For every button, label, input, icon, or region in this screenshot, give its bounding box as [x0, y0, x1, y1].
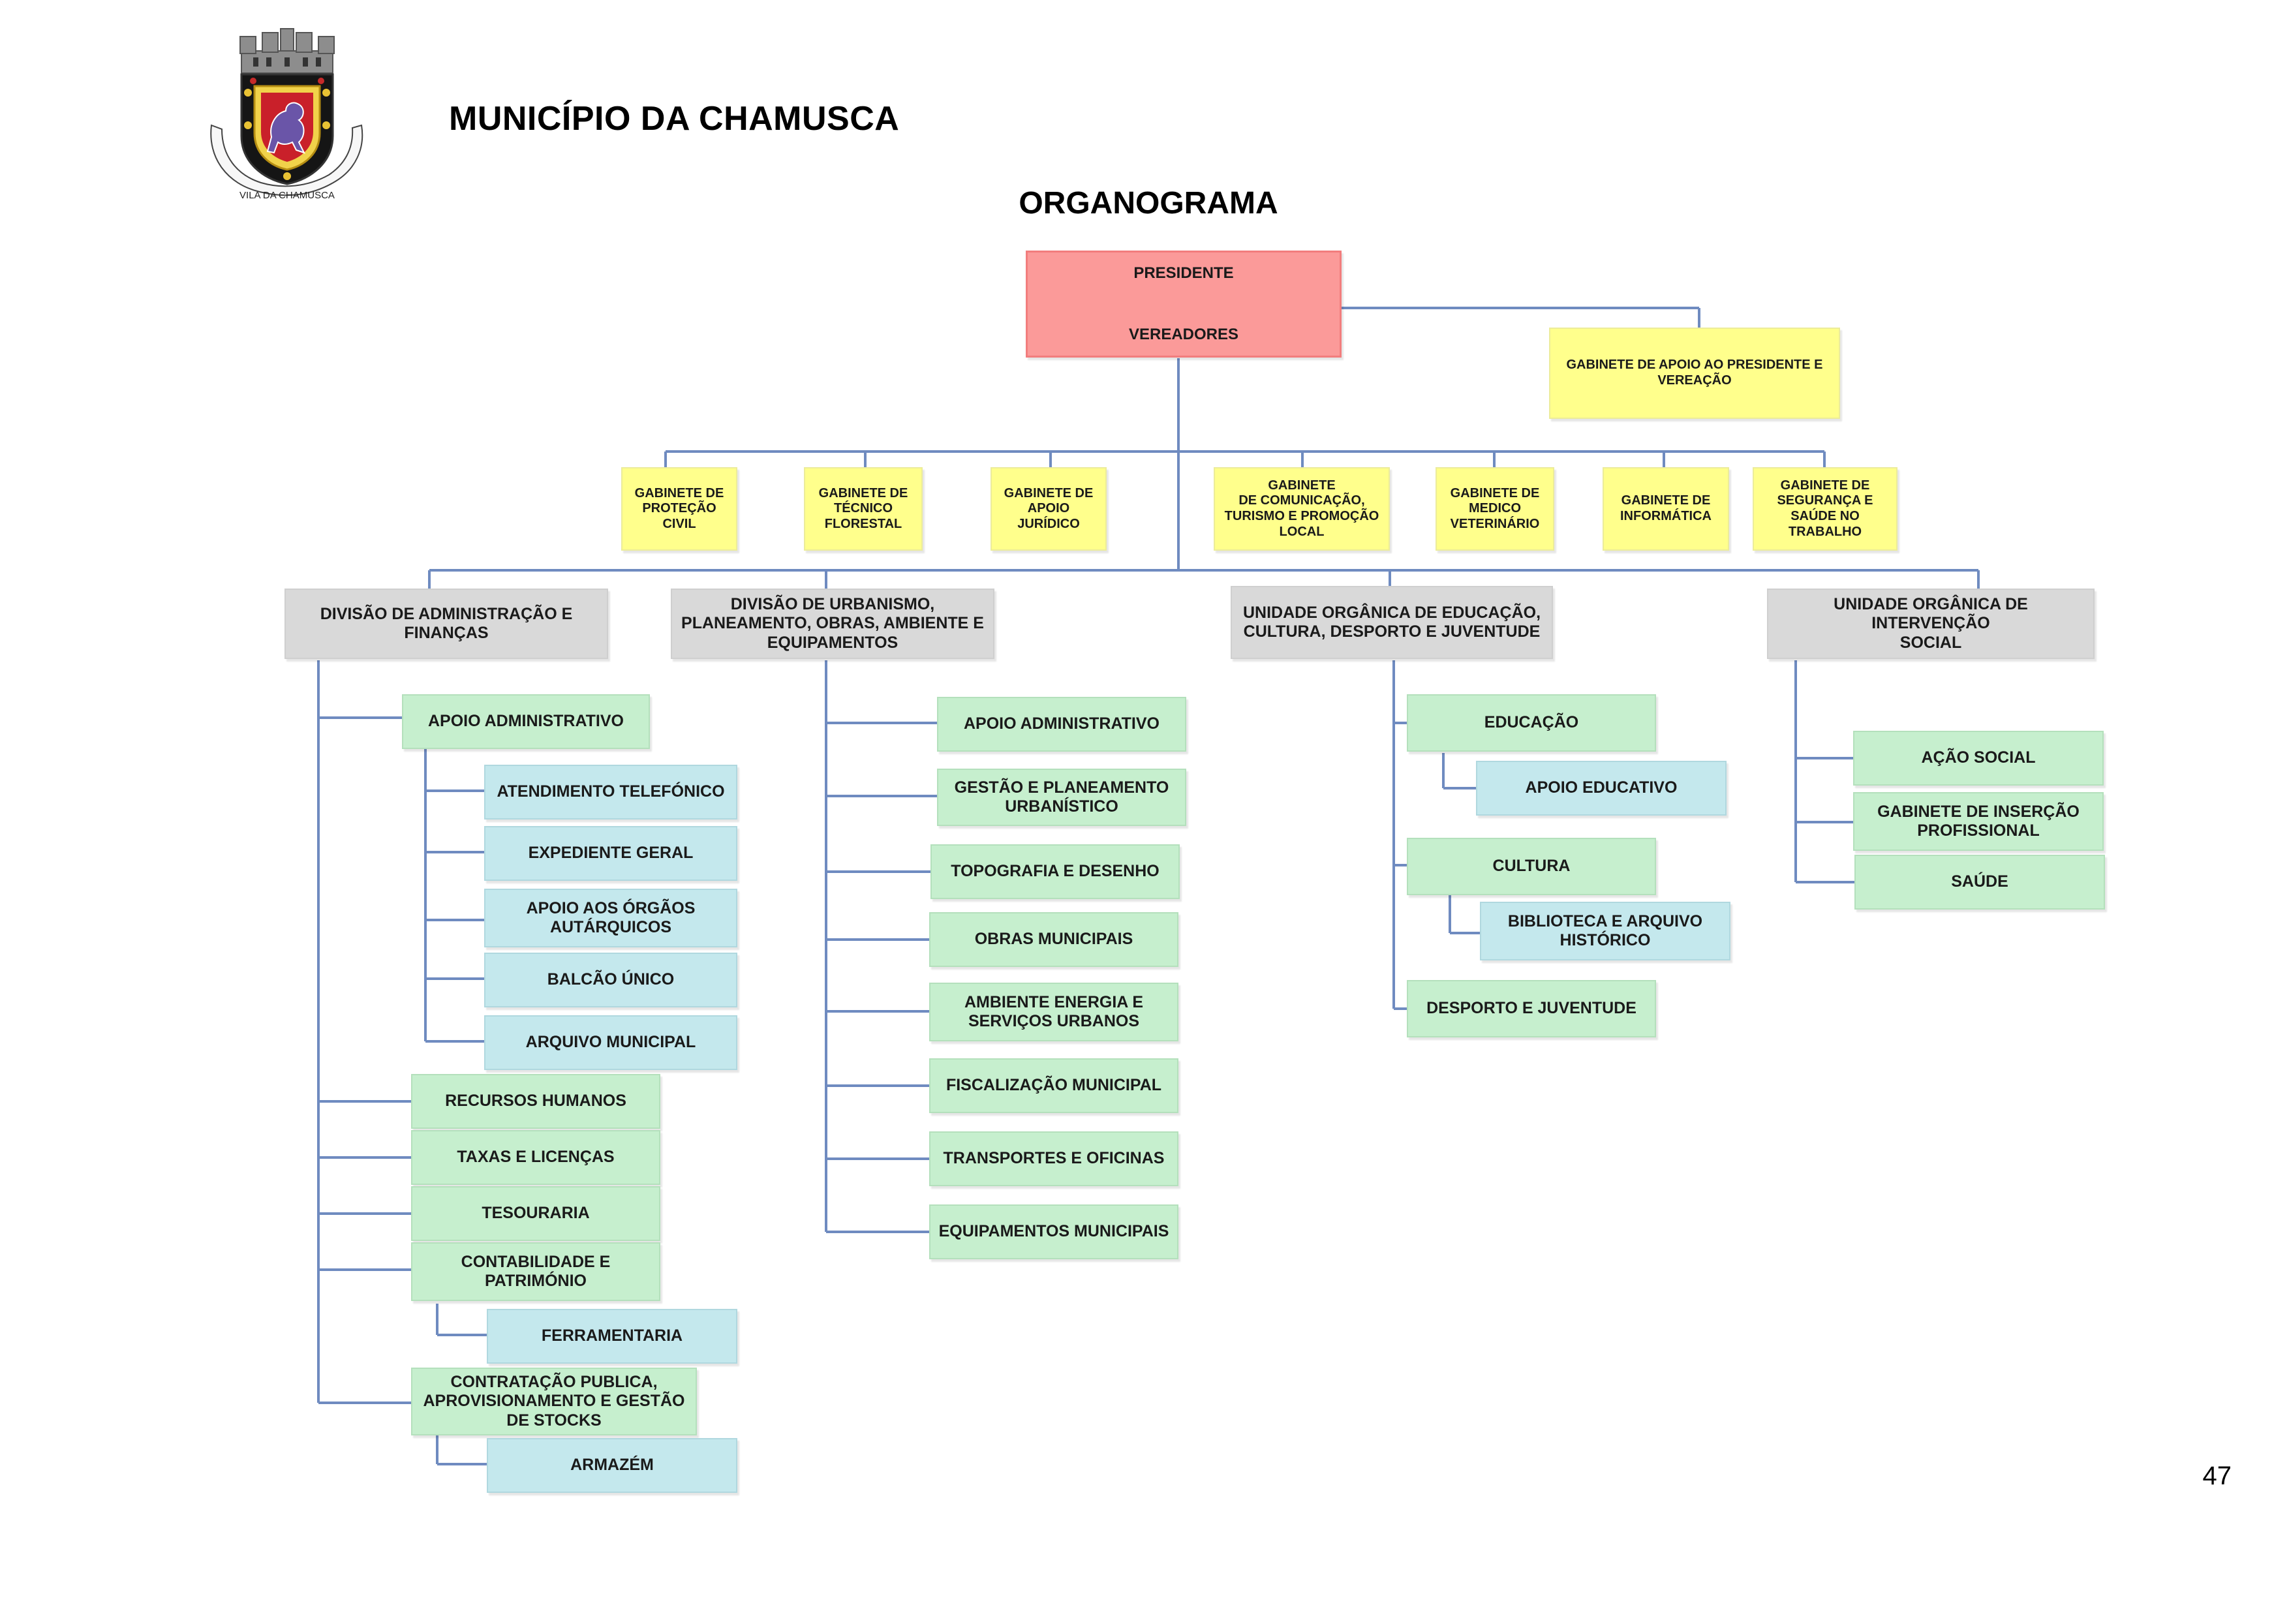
division-box: UNIDADE ORGÂNICA DE INTERVENÇÃO SOCIAL: [1767, 589, 2095, 659]
division-box: DIVISÃO DE ADMINISTRAÇÃO E FINANÇAS: [284, 589, 608, 659]
subunit-label: FERRAMENTARIA: [541, 1326, 683, 1345]
unit-label: OBRAS MUNICIPAIS: [974, 930, 1133, 949]
unit-label: TESOURARIA: [482, 1204, 590, 1223]
president-label: PRESIDENTE: [1133, 264, 1234, 282]
division-label: UNIDADE ORGÂNICA DE INTERVENÇÃO SOCIAL: [1834, 594, 2028, 652]
unit-box: CONTABILIDADE E PATRIMÓNIO: [411, 1242, 660, 1301]
unit-box: APOIO ADMINISTRATIVO: [402, 694, 650, 749]
municipality-name: MUNICÍPIO DA CHAMUSCA: [449, 100, 900, 138]
unit-label: AÇÃO SOCIAL: [1921, 748, 2036, 767]
subunit-box: ARMAZÉM: [487, 1438, 737, 1493]
subunit-box: ATENDIMENTO TELEFÓNICO: [484, 765, 737, 820]
unit-box: RECURSOS HUMANOS: [411, 1074, 660, 1129]
unit-label: TAXAS E LICENÇAS: [457, 1148, 615, 1167]
gabinete-box: GABINETE DE COMUNICAÇÃO, TURISMO E PROMO…: [1214, 467, 1390, 551]
unit-box: CULTURA: [1407, 838, 1656, 895]
unit-label: CONTRATAÇÃO PUBLICA, APROVISIONAMENTO E …: [423, 1372, 685, 1430]
subunit-label: ARMAZÉM: [570, 1456, 654, 1475]
support-cabinet-label: GABINETE DE APOIO AO PRESIDENTE E VEREAÇ…: [1566, 358, 1823, 388]
gabinete-box: GABINETE DE TÉCNICO FLORESTAL: [804, 467, 923, 551]
gabinete-label: GABINETE DE APOIO JURÍDICO: [1004, 485, 1094, 531]
division-label: DIVISÃO DE URBANISMO, PLANEAMENTO, OBRAS…: [681, 594, 984, 652]
unit-box: SAÚDE: [1854, 855, 2105, 910]
subunit-box: BIBLIOTECA E ARQUIVO HISTÓRICO: [1480, 902, 1730, 960]
unit-label: EDUCAÇÃO: [1484, 713, 1579, 732]
division-label: DIVISÃO DE ADMINISTRAÇÃO E FINANÇAS: [320, 604, 573, 643]
unit-box: CONTRATAÇÃO PUBLICA, APROVISIONAMENTO E …: [411, 1368, 697, 1435]
gabinete-label: GABINETE DE SEGURANÇA E SAÚDE NO TRABALH…: [1777, 478, 1873, 539]
unit-box: TESOURARIA: [411, 1186, 660, 1241]
unit-box: FISCALIZAÇÃO MUNICIPAL: [929, 1058, 1178, 1113]
subunit-label: EXPEDIENTE GERAL: [528, 844, 694, 863]
subunit-box: APOIO EDUCATIVO: [1476, 761, 1727, 816]
unit-box: OBRAS MUNICIPAIS: [929, 912, 1178, 967]
unit-box: TRANSPORTES E OFICINAS: [929, 1131, 1178, 1186]
division-label: UNIDADE ORGÂNICA DE EDUCAÇÃO, CULTURA, D…: [1242, 603, 1541, 641]
subunit-box: ARQUIVO MUNICIPAL: [484, 1015, 737, 1070]
gabinete-label: GABINETE DE TÉCNICO FLORESTAL: [818, 485, 908, 531]
municipal-crest-logo: VILA DA CHAMUSCA: [210, 28, 363, 201]
unit-box: TAXAS E LICENÇAS: [411, 1130, 660, 1185]
gabinete-label: GABINETE DE COMUNICAÇÃO, TURISMO E PROMO…: [1224, 478, 1379, 539]
unit-box: DESPORTO E JUVENTUDE: [1407, 980, 1656, 1037]
unit-label: APOIO ADMINISTRATIVO: [964, 714, 1160, 733]
unit-label: DESPORTO E JUVENTUDE: [1426, 999, 1636, 1018]
unit-box: APOIO ADMINISTRATIVO: [937, 697, 1186, 752]
unit-label: CONTABILIDADE E PATRIMÓNIO: [461, 1252, 611, 1291]
subunit-box: FERRAMENTARIA: [487, 1309, 737, 1364]
subunit-label: BIBLIOTECA E ARQUIVO HISTÓRICO: [1507, 912, 1703, 950]
subunit-label: BALCÃO ÚNICO: [547, 970, 675, 989]
subunit-box: BALCÃO ÚNICO: [484, 953, 737, 1007]
unit-box: AMBIENTE ENERGIA E SERVIÇOS URBANOS: [929, 983, 1178, 1041]
president-box: PRESIDENTE VEREADORES: [1026, 251, 1342, 358]
unit-label: EQUIPAMENTOS MUNICIPAIS: [938, 1222, 1169, 1241]
unit-box: TOPOGRAFIA E DESENHO: [930, 844, 1180, 899]
unit-label: GESTÃO E PLANEAMENTO URBANÍSTICO: [954, 778, 1169, 816]
page-number: 47: [2202, 1462, 2232, 1490]
subunit-label: ARQUIVO MUNICIPAL: [525, 1033, 696, 1052]
unit-box: AÇÃO SOCIAL: [1853, 731, 2104, 786]
crest-motto: VILA DA CHAMUSCA: [239, 190, 335, 201]
unit-box: GESTÃO E PLANEAMENTO URBANÍSTICO: [937, 769, 1186, 826]
unit-box: EQUIPAMENTOS MUNICIPAIS: [929, 1204, 1178, 1259]
unit-label: TOPOGRAFIA E DESENHO: [951, 862, 1160, 881]
subunit-label: APOIO AOS ÓRGÃOS AUTÁRQUICOS: [526, 898, 696, 937]
unit-label: SAÚDE: [1951, 872, 2008, 891]
subunit-label: ATENDIMENTO TELEFÓNICO: [497, 782, 725, 801]
unit-label: GABINETE DE INSERÇÃO PROFISSIONAL: [1877, 802, 2080, 840]
gabinete-label: GABINETE DE PROTEÇÃO CIVIL: [634, 485, 724, 531]
gabinete-box: GABINETE DE INFORMÁTICA: [1603, 467, 1729, 551]
gabinete-label: GABINETE DE MEDICO VETERINÁRIO: [1450, 485, 1540, 531]
gabinete-label: GABINETE DE INFORMÁTICA: [1620, 493, 1712, 523]
gabinete-box: GABINETE DE MEDICO VETERINÁRIO: [1436, 467, 1554, 551]
support-cabinet-box: GABINETE DE APOIO AO PRESIDENTE E VEREAÇ…: [1549, 328, 1840, 419]
unit-label: AMBIENTE ENERGIA E SERVIÇOS URBANOS: [964, 992, 1144, 1031]
subunit-box: APOIO AOS ÓRGÃOS AUTÁRQUICOS: [484, 889, 737, 947]
unit-label: TRANSPORTES E OFICINAS: [943, 1149, 1165, 1168]
unit-label: CULTURA: [1492, 857, 1571, 876]
division-box: DIVISÃO DE URBANISMO, PLANEAMENTO, OBRAS…: [671, 589, 994, 659]
unit-label: FISCALIZAÇÃO MUNICIPAL: [945, 1076, 1162, 1095]
councillors-label: VEREADORES: [1128, 325, 1239, 343]
page-title: ORGANOGRAMA: [1019, 186, 1278, 221]
gabinete-box: GABINETE DE SEGURANÇA E SAÚDE NO TRABALH…: [1753, 467, 1897, 551]
subunit-label: APOIO EDUCATIVO: [1525, 778, 1678, 797]
subunit-box: EXPEDIENTE GERAL: [484, 826, 737, 881]
unit-box: GABINETE DE INSERÇÃO PROFISSIONAL: [1853, 792, 2104, 851]
unit-label: RECURSOS HUMANOS: [445, 1092, 626, 1111]
gabinete-box: GABINETE DE PROTEÇÃO CIVIL: [621, 467, 737, 551]
unit-label: APOIO ADMINISTRATIVO: [428, 712, 624, 731]
unit-box: EDUCAÇÃO: [1407, 694, 1656, 752]
division-box: UNIDADE ORGÂNICA DE EDUCAÇÃO, CULTURA, D…: [1231, 586, 1553, 659]
gabinete-box: GABINETE DE APOIO JURÍDICO: [991, 467, 1107, 551]
